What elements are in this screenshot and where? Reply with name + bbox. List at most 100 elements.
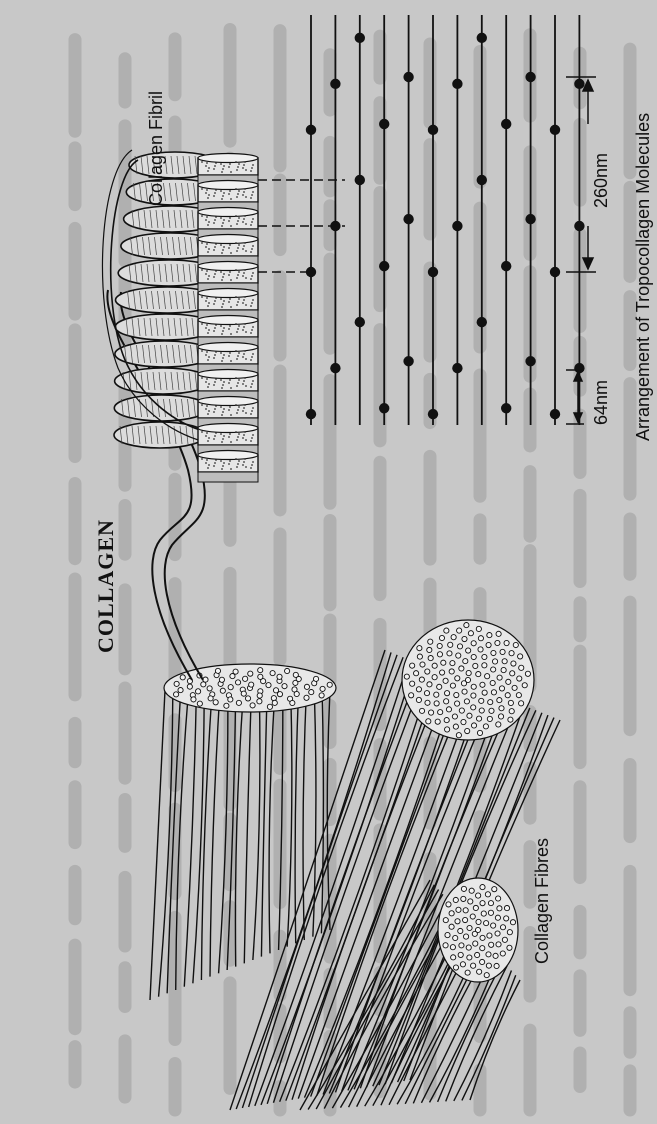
fibre-end-dot bbox=[462, 689, 467, 694]
fibre-end-dot bbox=[419, 677, 424, 682]
fibre-end-dot bbox=[507, 945, 512, 950]
fibre-end-dot bbox=[499, 686, 504, 691]
fibre-end-dot bbox=[439, 635, 444, 640]
fibre-end-dot bbox=[464, 699, 469, 704]
fibre-strand bbox=[219, 690, 228, 973]
fibre-end-dot bbox=[460, 962, 465, 967]
fibre-end-dot bbox=[450, 661, 455, 666]
fibre-end-dot bbox=[502, 659, 507, 664]
fibre-end-dot bbox=[499, 706, 504, 711]
tropocollagen-lattice bbox=[306, 15, 585, 425]
fibre-end-dot bbox=[453, 935, 458, 940]
fibre-end-dot bbox=[462, 636, 467, 641]
collagen-fibril-label: Collagen Fibril bbox=[146, 91, 167, 206]
molecule-end-dot bbox=[306, 409, 316, 419]
molecule-end-dot bbox=[428, 409, 438, 419]
fibre-end-dot bbox=[511, 661, 516, 666]
fibre-end-dot bbox=[468, 899, 473, 904]
fibre-end-dot bbox=[444, 717, 449, 722]
fibre-end-dot bbox=[486, 642, 491, 647]
fibre-end-dot bbox=[456, 733, 461, 738]
fibre-end-dot bbox=[487, 633, 492, 638]
molecule-end-dot bbox=[501, 403, 511, 413]
fibre-end-dot bbox=[496, 722, 501, 727]
fibre-end-dot bbox=[224, 703, 229, 708]
fibre-cross-section-lower bbox=[438, 878, 518, 982]
fibre-end-dot bbox=[454, 701, 459, 706]
molecule-end-dot bbox=[379, 119, 389, 129]
fibre-end-dot bbox=[427, 647, 432, 652]
fibre-strand bbox=[269, 690, 275, 953]
molecule-end-dot bbox=[403, 356, 413, 366]
fibre-end-dot bbox=[233, 669, 238, 674]
fibre-end-dot bbox=[519, 665, 524, 670]
fibre-end-dot bbox=[282, 684, 287, 689]
fibre-end-dot bbox=[453, 965, 458, 970]
molecule-end-dot bbox=[379, 261, 389, 271]
fibre-end-dot bbox=[441, 660, 446, 665]
fibre-end-dot bbox=[501, 667, 506, 672]
fibre-end-dot bbox=[496, 896, 501, 901]
fibre-end-dot bbox=[410, 663, 415, 668]
molecule-end-dot bbox=[355, 33, 365, 43]
fibre-end-dot bbox=[467, 955, 472, 960]
fibre-end-dot bbox=[438, 710, 443, 715]
fibre-end-dot bbox=[468, 631, 473, 636]
fibre-end-dot bbox=[416, 687, 421, 692]
molecule-end-dot bbox=[355, 175, 365, 185]
fibre-end-dot bbox=[510, 920, 515, 925]
fibre-end-dot bbox=[437, 652, 442, 657]
fibre-end-dot bbox=[304, 695, 309, 700]
fibre-end-dot bbox=[248, 671, 253, 676]
fibre-end-dot bbox=[484, 973, 489, 978]
fibre-end-dot bbox=[509, 709, 514, 714]
fibre-end-dot bbox=[500, 951, 505, 956]
fibre-end-dot bbox=[257, 699, 262, 704]
fibre-end-dot bbox=[458, 952, 463, 957]
fibre-end-dot bbox=[304, 684, 309, 689]
fibre-end-dot bbox=[453, 724, 458, 729]
fibre-end-dot bbox=[480, 935, 485, 940]
fibre-end-dot bbox=[493, 953, 498, 958]
period-260nm-label: 260nm bbox=[591, 153, 612, 208]
fibre-end-dot bbox=[443, 918, 448, 923]
fibre-end-dot bbox=[481, 911, 486, 916]
fibre-end-dot bbox=[228, 697, 233, 702]
fibre-end-dot bbox=[512, 685, 517, 690]
fibre-end-dot bbox=[482, 654, 487, 659]
fibre-end-dot bbox=[319, 693, 324, 698]
fibre-end-dot bbox=[420, 662, 425, 667]
fibre-end-dot bbox=[492, 887, 497, 892]
fibre-end-dot bbox=[450, 683, 455, 688]
fibre-end-dot bbox=[461, 719, 466, 724]
fibre-end-dot bbox=[285, 668, 290, 673]
molecule-end-dot bbox=[574, 221, 584, 231]
fibre-end-dot bbox=[496, 942, 501, 947]
fibre-end-dot bbox=[446, 902, 451, 907]
fibre-end-dot bbox=[508, 717, 513, 722]
fibre-end-dot bbox=[454, 692, 459, 697]
fibre-end-dot bbox=[489, 708, 494, 713]
fibre-end-dot bbox=[487, 933, 492, 938]
molecule-end-dot bbox=[550, 409, 560, 419]
fibre-end-dot bbox=[207, 686, 212, 691]
fibre-end-dot bbox=[505, 693, 510, 698]
fibre-end-dot bbox=[213, 700, 218, 705]
fibre-end-dot bbox=[479, 698, 484, 703]
fibre-end-dot bbox=[518, 654, 523, 659]
fibre-end-dot bbox=[432, 663, 437, 668]
fibre-end-dot bbox=[417, 646, 422, 651]
fibre-strand bbox=[327, 690, 330, 930]
fibre-end-dot bbox=[482, 663, 487, 668]
fibre-end-dot bbox=[443, 943, 448, 948]
fibre-end-dot bbox=[443, 678, 448, 683]
fibre-end-dot bbox=[525, 671, 530, 676]
fibre-strand bbox=[279, 690, 283, 950]
fibre-end-dot bbox=[437, 643, 442, 648]
fibre-cross-section-upper bbox=[164, 664, 336, 712]
fibre-end-dot bbox=[424, 691, 429, 696]
fibre-end-dot bbox=[446, 707, 451, 712]
fibre-end-dot bbox=[327, 682, 332, 687]
molecule-end-dot bbox=[525, 72, 535, 82]
fibre-end-dot bbox=[413, 671, 418, 676]
